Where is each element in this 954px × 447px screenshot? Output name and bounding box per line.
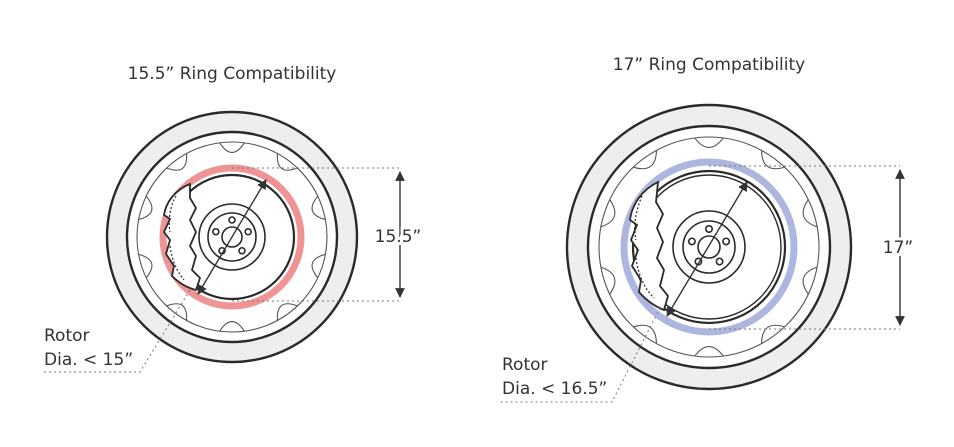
wheel-spoke [600, 199, 616, 228]
lug-nut [715, 257, 724, 266]
rim-inner-edge [136, 141, 328, 333]
wheel-spoke [311, 195, 326, 221]
wheel-spoke [138, 195, 153, 221]
rotor-leader-line [500, 307, 661, 403]
wheel-spoke [276, 153, 298, 171]
rotor-label-line1: Rotor [502, 355, 548, 375]
brake-caliper [629, 180, 669, 312]
wheel-spoke [166, 153, 188, 171]
ring-diameter-label: 17” [883, 238, 913, 258]
wheel-spoke [633, 150, 657, 170]
lug-nut [228, 216, 236, 224]
rotor-diameter-arrow [197, 179, 267, 295]
panel-title: 15.5” Ring Compatibility [128, 64, 337, 84]
ring-diameter-label: 15.5” [375, 227, 422, 247]
rotor-label-line2: Dia. < 16.5” [502, 379, 607, 399]
panel-17-ring: 17” Ring Compatibility 17” Rotor Dia. < … [500, 55, 916, 403]
wheel-spoke [802, 266, 818, 295]
wheel-spoke [166, 303, 188, 321]
wheel-spoke [276, 303, 298, 321]
dimension-extension-lines [709, 165, 900, 330]
wheel-spokes [600, 137, 818, 357]
rotor-label-line2: Dia. < 15” [44, 350, 133, 370]
wheel-spoke [311, 253, 326, 279]
wheel-spoke [761, 150, 785, 170]
rim-inner-edge [598, 136, 820, 358]
lug-nut [687, 237, 696, 246]
wheel-spoke [600, 266, 616, 295]
rotor-leader-line [42, 289, 191, 373]
dimension-extension-lines [232, 167, 400, 302]
lug-nut [238, 246, 246, 255]
lug-nut [704, 225, 713, 234]
wheel-spoke [219, 142, 245, 153]
rotor-label-line1: Rotor [44, 326, 90, 346]
wheel-spoke [694, 345, 724, 357]
wheel-spoke [138, 253, 153, 279]
panel-title: 17” Ring Compatibility [613, 55, 805, 75]
lug-nut [722, 237, 731, 246]
wheel-spokes [138, 142, 326, 332]
wheel-spoke [219, 321, 245, 332]
wheel-spoke [802, 199, 818, 228]
lug-nut [212, 227, 220, 236]
lug-nut [244, 227, 252, 236]
panel-15-5-ring: 15.5” Ring Compatibility 15.5” Rotor Dia… [42, 64, 424, 373]
wheel-spoke [694, 137, 724, 149]
brake-caliper [162, 182, 202, 292]
rotor-diameter-arrow [666, 181, 748, 317]
wheel-spoke [761, 324, 785, 344]
compatibility-ring [620, 158, 798, 336]
